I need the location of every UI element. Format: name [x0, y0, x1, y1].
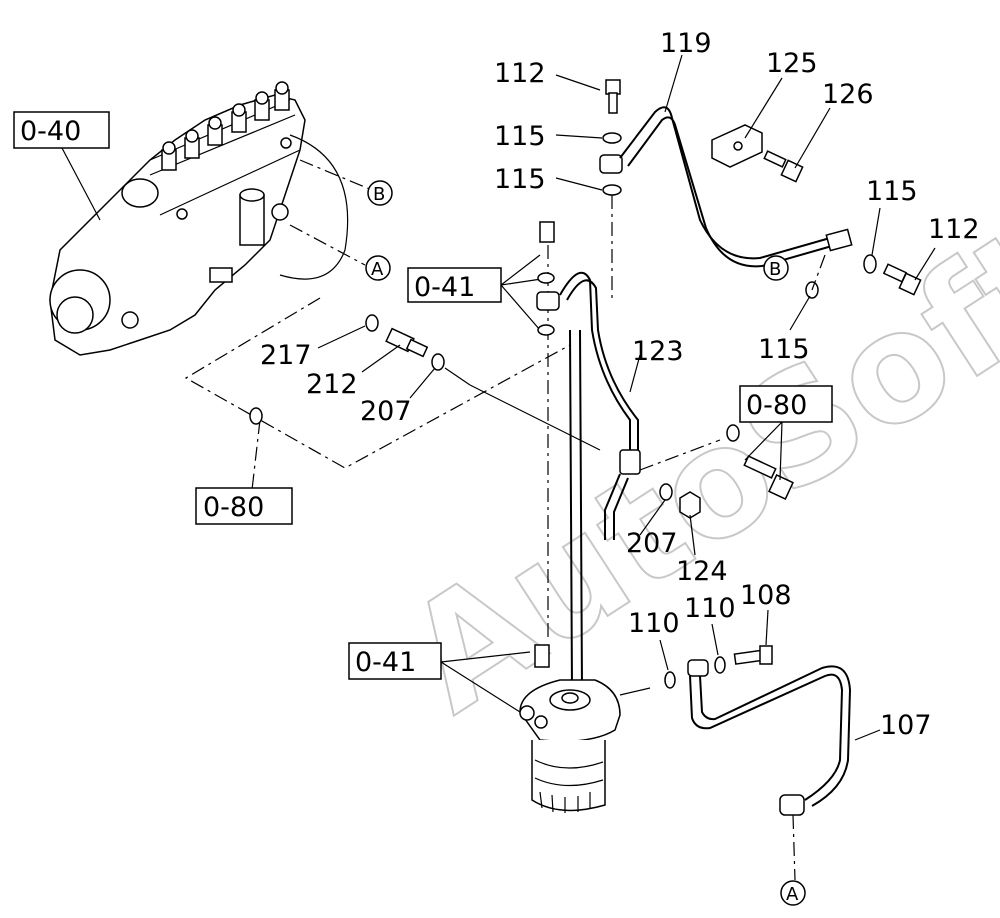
label-110-a: 110: [628, 608, 680, 639]
svg-text:0-41: 0-41: [414, 272, 475, 303]
bolt-126: [763, 150, 804, 183]
bolt-filter: [534, 644, 550, 668]
reference-0-41-upper: 0-41: [407, 254, 549, 331]
label-207-b: 207: [626, 528, 678, 559]
connector-a-bottom: [780, 880, 806, 906]
part-labels: 112 119 125 126 115 115 115 112 115 217 …: [260, 28, 980, 741]
svg-text:0-80: 0-80: [746, 390, 807, 421]
chain-to-a: [792, 814, 796, 881]
label-112-right: 112: [928, 214, 980, 245]
fitting-212: [385, 327, 429, 358]
bolt-0-80: [743, 455, 794, 500]
clamp-125: [711, 124, 763, 168]
reference-0-40: 0-40: [13, 111, 110, 221]
label-115-d: 115: [758, 334, 810, 365]
label-115-b: 115: [494, 164, 546, 195]
reference-0-41-lower: 0-41: [348, 642, 531, 713]
label-123: 123: [632, 336, 684, 367]
reference-0-80-left: 0-80: [195, 487, 293, 525]
pipe-123: [559, 271, 641, 691]
washer-115a: [602, 132, 622, 144]
connector-b-right-label: B: [769, 259, 781, 280]
svg-text:0-40: 0-40: [20, 116, 81, 147]
reference-0-80-right: 0-80: [739, 385, 833, 481]
bolt-upper-fitting: [539, 221, 555, 243]
label-112-top: 112: [494, 58, 546, 89]
bolt-112-top: [605, 79, 621, 114]
label-125: 125: [766, 48, 818, 79]
bolt-108: [733, 645, 773, 665]
label-126: 126: [822, 79, 874, 110]
label-124: 124: [676, 556, 728, 587]
connector-b-right: [763, 255, 789, 281]
injection-pump: [49, 81, 373, 356]
connector-a-bottom-label: A: [786, 884, 799, 905]
nut-124: [679, 491, 701, 519]
chain-to-0-80: [251, 419, 261, 491]
washer-207a: [431, 353, 445, 371]
washer-110a: [664, 671, 676, 689]
pipe-107: [689, 665, 852, 816]
fuel-filter: [519, 679, 651, 813]
eye-fitting-upper: [536, 291, 560, 311]
label-212: 212: [306, 369, 358, 400]
banjo-eye-top: [599, 154, 623, 174]
label-110-b: 110: [684, 593, 736, 624]
svg-text:0-80: 0-80: [203, 492, 264, 523]
pipe-119: [619, 106, 853, 268]
washer-217: [365, 314, 379, 332]
pump-outlet-chain: [184, 297, 571, 469]
label-107: 107: [880, 710, 932, 741]
svg-text:0-41: 0-41: [355, 647, 416, 678]
leader-lines: [317, 54, 936, 741]
label-115-c: 115: [866, 176, 918, 207]
label-119: 119: [660, 28, 712, 59]
label-217: 217: [260, 340, 312, 371]
connector-a-upper: [365, 255, 391, 281]
washer-207b: [659, 483, 673, 501]
washer-115c: [863, 254, 877, 274]
connector-a-upper-label: A: [371, 259, 384, 280]
washer-115b: [602, 184, 622, 196]
label-108: 108: [740, 580, 792, 611]
eye-fitting-107: [687, 659, 709, 677]
label-207-a: 207: [360, 396, 412, 427]
connector-b-upper: [367, 180, 393, 206]
washer-0-80: [726, 424, 740, 442]
washer-110b: [714, 656, 726, 674]
label-115-a: 115: [494, 121, 546, 152]
connector-b-upper-label: B: [373, 184, 385, 205]
washer-left: [249, 407, 263, 425]
